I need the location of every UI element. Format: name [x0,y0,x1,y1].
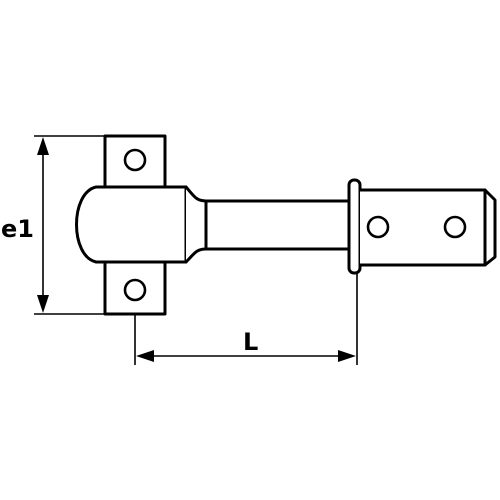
shank-taper [184,185,208,264]
pin-hole-left [366,215,390,239]
l-arrow-left [136,350,154,362]
upper-mounting-hole [123,148,147,172]
e1-label: e1 [1,215,34,243]
collar-flange [347,178,362,275]
pin-hole-right [443,215,467,239]
lower-mounting-hole [123,278,147,302]
knuckle-head [75,185,188,264]
l-arrow-right [338,350,356,362]
pin-end [358,188,497,267]
e1-arrow-bottom [37,295,49,313]
shank [204,199,356,251]
e1-arrow-top [37,137,49,155]
l-label: L [243,328,258,356]
